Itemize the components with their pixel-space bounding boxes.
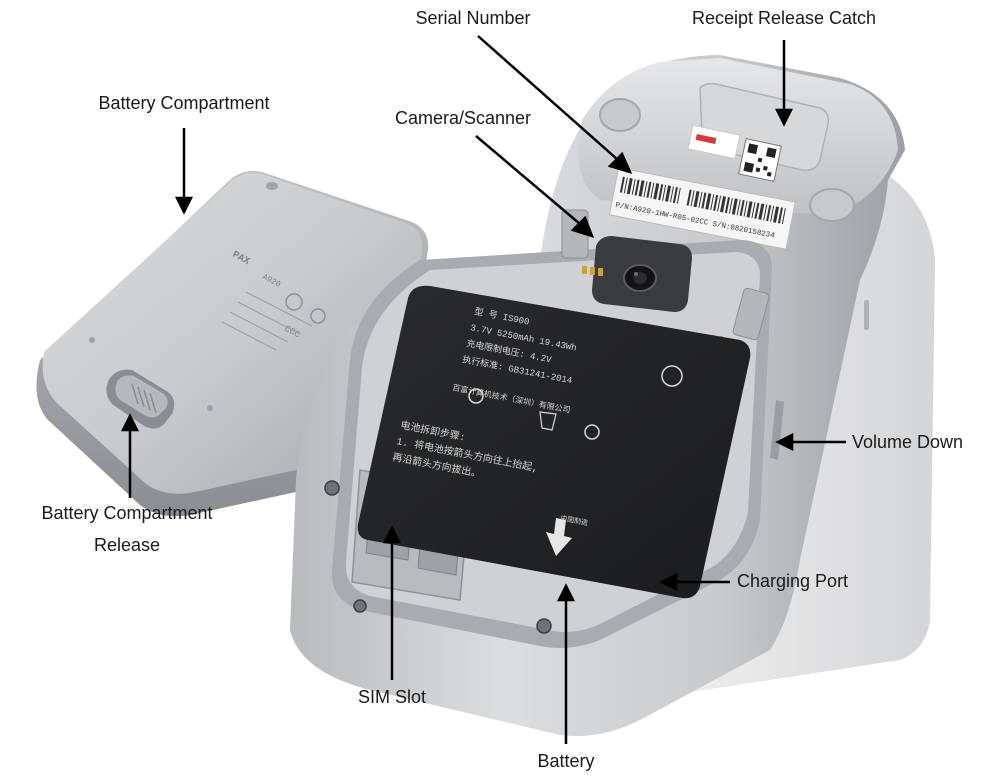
speaker-slot [864, 300, 869, 330]
label-charging-port: Charging Port [737, 571, 849, 591]
label-sim-slot: SIM Slot [357, 687, 427, 707]
battery-arrow-icon [546, 518, 572, 556]
battery-body [357, 285, 751, 599]
label-battery-compartment: Battery Compartment [98, 93, 270, 113]
serial-label: P/N:A920-1HW-R05-02CC S/N:0820158234 [608, 167, 796, 250]
label-serial-number: Serial Number [415, 8, 531, 28]
battery-logo [661, 365, 683, 387]
volume-button [770, 400, 784, 460]
camera-scanner-module [592, 236, 692, 312]
printer-roller [809, 188, 855, 222]
label-battery: Battery [537, 751, 595, 771]
label-battery-compartment-release-line1: Battery Compartment [41, 503, 213, 523]
label-receipt-release-catch: Receipt Release Catch [691, 8, 877, 28]
cover-screw-hole [207, 405, 213, 411]
terminal-body: P/N:A920-1HW-R05-02CC S/N:0820158234 [290, 55, 935, 736]
label-battery-compartment-release-line2: Release [93, 535, 161, 555]
label-volume-down: Volume Down [852, 432, 964, 452]
battery-bin-mark [539, 411, 557, 431]
battery-cert-mark [584, 424, 600, 440]
callout-arrows [120, 35, 846, 744]
battery-contacts-top [582, 266, 603, 276]
cover-screw-hole [89, 337, 95, 343]
arrow-serial-number [477, 35, 619, 161]
battery-recycle-mark [468, 388, 484, 404]
battery-pack: 型 号 IS900 3.7V 5250mAh 19.43Wh 充电限制电压: 4… [357, 285, 751, 599]
cover-cert-mark [310, 308, 326, 324]
serial-barcode [619, 176, 786, 225]
label-camera-scanner: Camera/Scanner [394, 108, 532, 128]
cover-cert-mark [285, 293, 303, 311]
arrow-camera-scanner [475, 135, 581, 225]
screws [324, 480, 668, 634]
cover-screw-hole [266, 182, 278, 190]
hinge-right [732, 287, 770, 341]
release-slider [106, 369, 175, 429]
qr-code [738, 138, 782, 182]
printer-roller [599, 98, 641, 132]
